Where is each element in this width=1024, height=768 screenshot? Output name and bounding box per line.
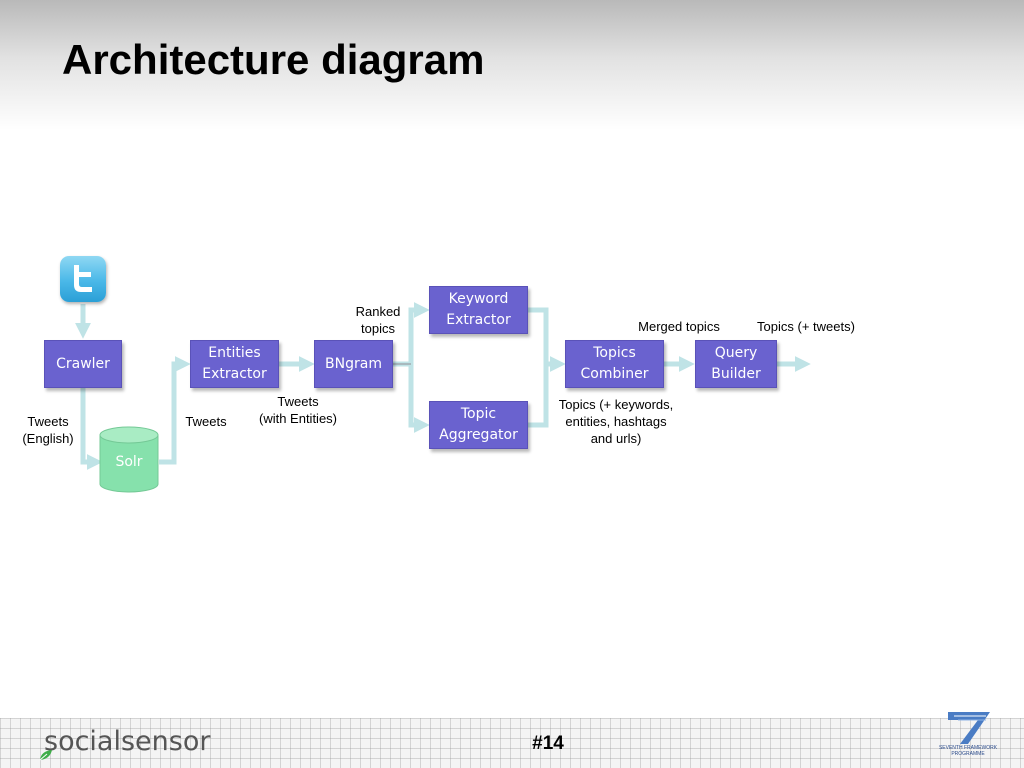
topics-combiner-node: Topics Combiner [565,340,664,388]
fp7-logo-icon [948,712,990,744]
socialsensor-logo: socialsensor [44,726,211,757]
label-topics-keywords: Topics (+ keywords, entities, hashtags a… [558,397,674,446]
header-band [0,0,1024,130]
slide-title: Architecture diagram [62,36,485,83]
entities-extractor-node: Entities Extractor [190,340,279,388]
label-topics-tweets: Topics (+ tweets) [757,319,855,334]
crawler-node: Crawler [44,340,122,388]
slide-number: #14 [532,733,564,754]
label-ranked-topics: Ranked topics [355,304,401,336]
edge-to-keyword-extractor [408,301,430,364]
label-tweets-english: Tweets (English) [22,414,74,446]
footer-band [0,718,1024,768]
query-builder-node: Query Builder [695,340,777,388]
label-tweets-with-entities: Tweets (with Entities) [258,394,338,426]
keyword-extractor-node: Keyword Extractor [429,286,528,334]
label-tweets: Tweets [185,414,227,429]
edge-keyword-combiner [528,307,566,373]
topic-aggregator-node: Topic Aggregator [429,401,528,449]
bngram-node: BNgram [314,340,393,388]
leaf-icon [39,750,52,761]
solr-label: Solr [115,454,143,470]
label-merged-topics: Merged topics [638,319,720,334]
edge-aggregator-combiner [528,364,549,428]
solr-database [99,426,159,493]
twitter-icon [60,256,106,302]
edge-crawler-solr [80,388,103,471]
edge-to-topic-aggregator [408,364,430,434]
fp7-logo-text: SEVENTH FRAMEWORK PROGRAMME [938,745,998,757]
edge-solr-entities [159,355,191,465]
